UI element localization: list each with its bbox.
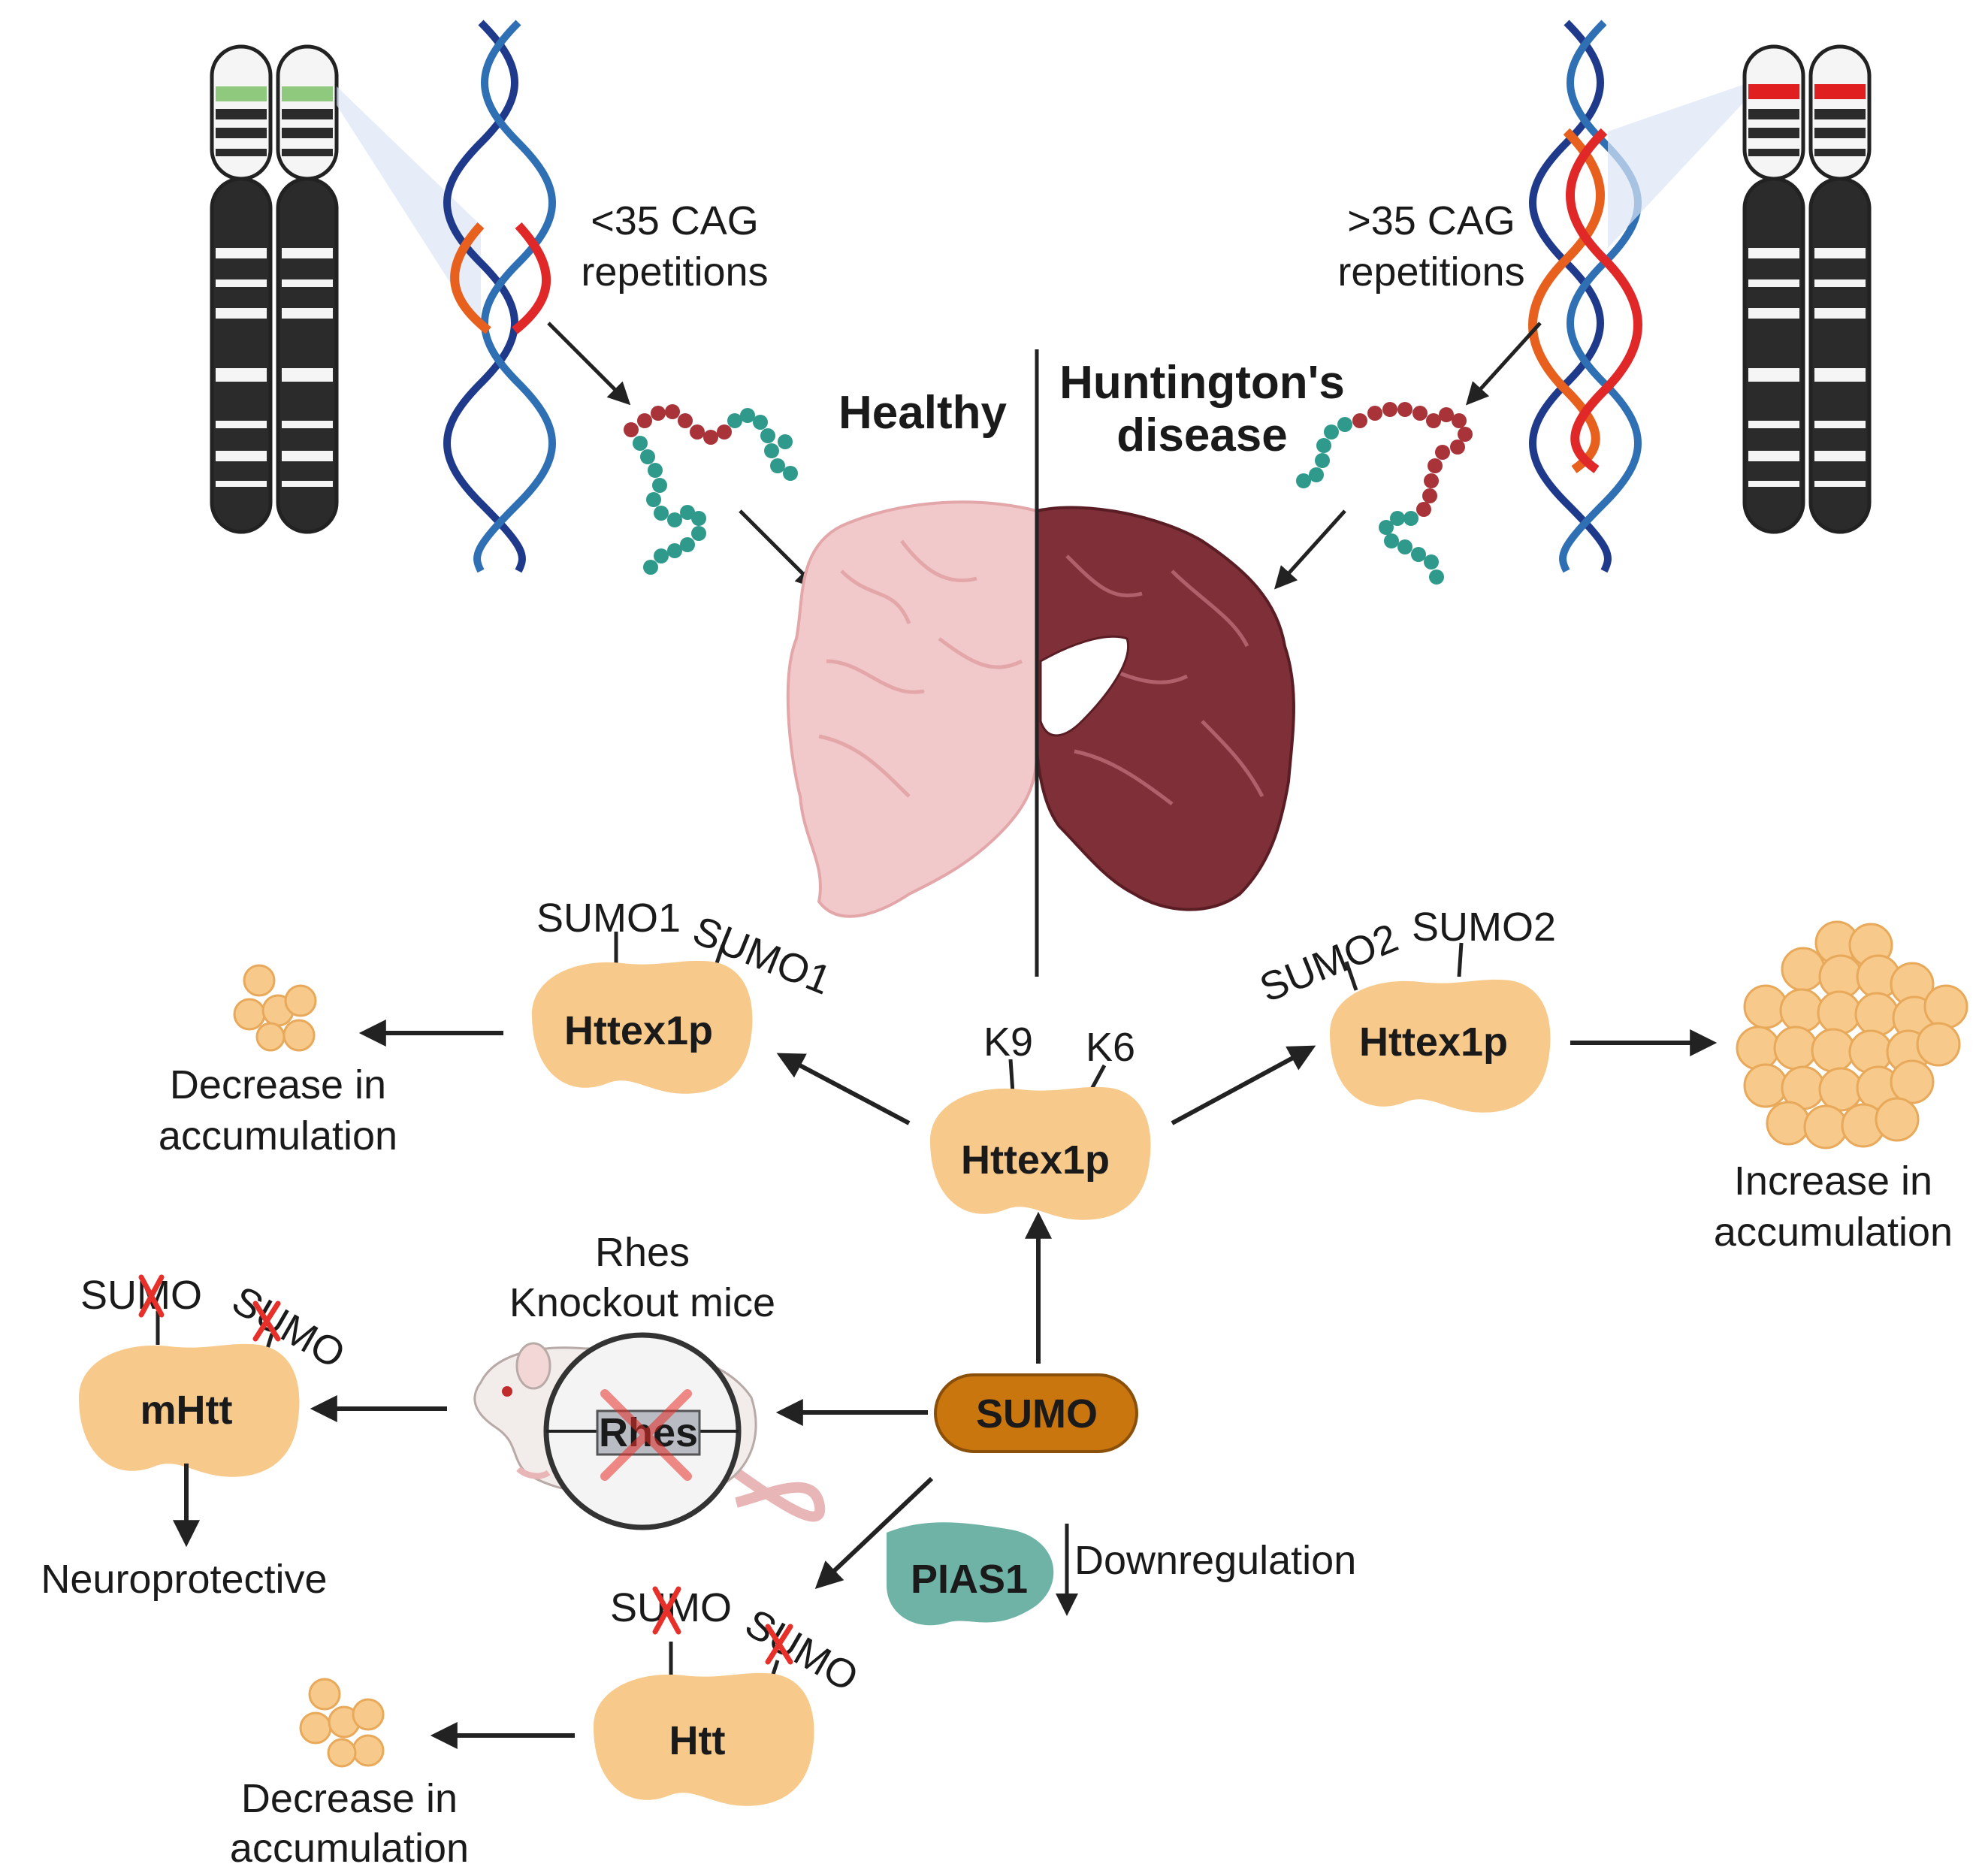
healthy-repetitions-label: repetitions [581, 249, 768, 295]
blocked-x-icon [252, 1301, 281, 1342]
small-aggregate-left [233, 964, 317, 1052]
httex1p-center-protein: Httex1p [930, 1059, 1151, 1220]
disease-chromosome-right [1808, 44, 1872, 534]
healthy-chromosome-left [210, 44, 273, 534]
small-aggregate-bottom [299, 1678, 385, 1768]
healthy-zoom-wedge [337, 86, 481, 331]
disease-polypeptide-chain [1296, 402, 1473, 585]
k6-site: K6 [1086, 1025, 1135, 1070]
arrow-disease-dna-to-protein [1465, 322, 1542, 406]
healthy-chromosome-pair [210, 44, 481, 534]
disease-dna-helix [1528, 20, 1642, 573]
sumo-protein: SUMO [934, 1373, 1138, 1453]
healthy-normal-band [216, 86, 267, 101]
healthy-polypeptide-chain [624, 404, 798, 575]
bottom-decrease-line1: Decrease in [241, 1776, 458, 1821]
arrow-healthy-dna-to-protein [547, 322, 631, 406]
healthy-dna-helix [443, 20, 556, 573]
right-increase-line2: accumulation [1714, 1210, 1953, 1255]
mouse-eye [502, 1386, 512, 1397]
htt-label: Htt [669, 1718, 726, 1763]
blocked-x-icon [138, 1274, 165, 1318]
sumo1-site-a: SUMO1 [536, 896, 681, 941]
disease-label-line2: disease [1116, 409, 1288, 461]
httex1p-left-label: Httex1p [564, 1008, 713, 1053]
enlarged-ventricle [1039, 635, 1129, 737]
htt-protein: Htt [594, 1642, 814, 1806]
rhes-title-line1: Rhes [595, 1230, 690, 1275]
mhtt-protein: mHtt [79, 1311, 300, 1477]
knockout-mouse: Rhes [473, 1332, 826, 1530]
arrow-sumo-to-htt [814, 1476, 934, 1589]
mhtt-label: mHtt [140, 1388, 233, 1433]
blocked-x-icon [652, 1586, 681, 1635]
disease-cag-label: >35 CAG [1347, 198, 1515, 243]
large-aggregate-right [1736, 920, 1968, 1149]
healthy-chromosome-right [276, 44, 339, 534]
mouse-front-foot [516, 1466, 551, 1479]
left-decrease-line1: Decrease in [170, 1062, 386, 1107]
disease-chromosome-pair [1608, 44, 1872, 534]
disease-zoom-wedge [1608, 84, 1745, 248]
arrow-disease-protein-to-brain [1273, 509, 1346, 590]
pias1-label: PIAS1 [911, 1557, 1028, 1602]
healthy-label: Healthy [838, 387, 1007, 439]
rhes-title-line2: Knockout mice [509, 1280, 775, 1325]
sumo-label: SUMO [976, 1391, 1098, 1436]
left-decrease-line2: accumulation [159, 1113, 397, 1159]
k9-site: K9 [983, 1020, 1033, 1065]
disease-mutant-band [1748, 84, 1799, 99]
disease-label-line1: Huntington's [1059, 357, 1345, 409]
sumo2-site-b: SUMO2 [1412, 905, 1556, 950]
httex1p-sumo2-protein: Httex1p [1330, 942, 1551, 1113]
disease-brain-half [1035, 506, 1295, 911]
httex1p-center-label: Httex1p [961, 1137, 1110, 1183]
downregulation-label: Downregulation [1074, 1538, 1356, 1583]
arrow-healthy-protein-to-brain [739, 509, 819, 590]
knockout-x-icon [600, 1389, 692, 1481]
mouse-ear [515, 1342, 551, 1390]
right-increase-line1: Increase in [1734, 1159, 1932, 1204]
mouse-tail [733, 1468, 826, 1522]
disease-chromosome-left [1742, 44, 1805, 534]
blocked-x-icon [765, 1624, 793, 1665]
healthy-brain-half [786, 500, 1038, 918]
bottom-decrease-line2: accumulation [230, 1826, 469, 1871]
brain-cross-section [786, 500, 1295, 918]
healthy-cag-label: <35 CAG [591, 198, 759, 243]
neuroprotective-label: Neuroprotective [41, 1557, 327, 1602]
disease-repetitions-label: repetitions [1337, 249, 1524, 295]
arrow-center-to-right-httex1p [1171, 1045, 1316, 1125]
httex1p-sumo1-protein: Httex1p [532, 932, 753, 1094]
pias1-protein: PIAS1 [887, 1522, 1054, 1626]
httex1p-right-label: Httex1p [1359, 1020, 1508, 1065]
arrow-center-to-left-httex1p [776, 1053, 911, 1125]
